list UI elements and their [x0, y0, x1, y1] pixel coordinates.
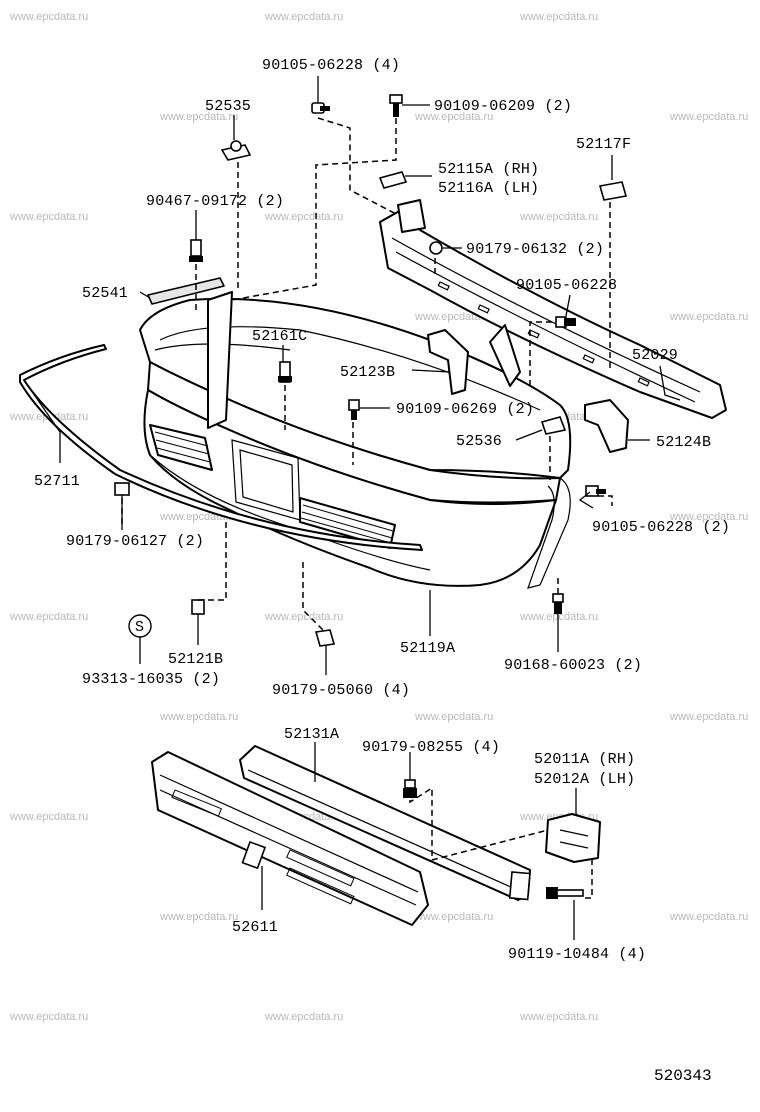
part-label: 52121B — [168, 651, 223, 668]
dashed-guide-lines — [121, 117, 613, 899]
bumper-arm-bracket — [545, 813, 601, 863]
part-label: 52123B — [340, 364, 395, 381]
watermark: www.epcdata.ru — [9, 811, 88, 823]
watermark: www.epcdata.ru — [264, 211, 343, 223]
part-label: 90109-06269 (2) — [396, 401, 534, 418]
part-label: 93313-16035 (2) — [82, 671, 220, 688]
watermark: www.epcdata.ru — [414, 711, 493, 723]
nut-icon — [114, 482, 130, 496]
watermark: www.epcdata.ru — [669, 711, 748, 723]
screw-icon — [389, 94, 403, 117]
diagram-code: 520343 — [654, 1067, 712, 1085]
watermark: www.epcdata.ru — [9, 211, 88, 223]
watermark: www.epcdata.ru — [159, 111, 238, 123]
part-label: 52012A (LH) — [534, 771, 635, 788]
part-label: 90467-09172 (2) — [146, 193, 284, 210]
clip-icon — [598, 181, 628, 201]
watermark: www.epcdata.ru — [159, 911, 238, 923]
part-label: 90179-05060 (4) — [272, 682, 410, 699]
part-label: 52115A (RH) — [438, 161, 539, 178]
watermark: www.epcdata.ru — [414, 911, 493, 923]
part-label: 52536 — [456, 433, 502, 450]
watermark: www.epcdata.ru — [9, 1011, 88, 1023]
bumper-molding-strip — [19, 344, 423, 551]
part-label: 52029 — [632, 347, 678, 364]
part-label: 52711 — [34, 473, 80, 490]
watermark: www.epcdata.ru — [519, 11, 598, 23]
push-clip-icon — [189, 239, 203, 262]
watermark: www.epcdata.ru — [414, 111, 493, 123]
part-label: 90105-06228 (2) — [592, 519, 730, 536]
clip-icon — [378, 171, 408, 189]
bolt-icon — [555, 316, 576, 328]
part-label: 90168-60023 (2) — [504, 657, 642, 674]
watermark: www.epcdata.ru — [264, 11, 343, 23]
bumper-reinforcement-drawing — [239, 745, 531, 901]
watermark: www.epcdata.ru — [519, 211, 598, 223]
bolt-icon — [546, 887, 584, 899]
bracket-52124b — [584, 399, 629, 453]
bolt-icon — [311, 102, 330, 114]
energy-absorber-drawing — [151, 751, 429, 926]
part-label: 52116A (LH) — [438, 180, 539, 197]
part-label: 52611 — [232, 919, 278, 936]
reinforcement-bar-drawing — [379, 199, 727, 419]
part-label: 90119-10484 (4) — [508, 946, 646, 963]
watermark: www.epcdata.ru — [159, 711, 238, 723]
part-label: 52117F — [576, 136, 631, 153]
seal-strip — [147, 277, 225, 305]
bracket-52123b — [427, 329, 469, 395]
nut-icon — [403, 779, 417, 798]
watermark: www.epcdata.ru — [669, 911, 748, 923]
screw-icon — [348, 399, 360, 420]
watermark: www.epcdata.ru — [669, 511, 748, 523]
watermark: www.epcdata.ru — [9, 611, 88, 623]
leader-lines — [23, 76, 681, 940]
bolt-icon — [585, 485, 606, 497]
part-label: 52131A — [284, 726, 339, 743]
part-label: 90105-06228 (4) — [262, 57, 400, 74]
part-label: 52124B — [656, 434, 711, 451]
nut-icon — [314, 629, 336, 647]
part-labels: 90105-06228 (4) 90109-06209 (2) 52535 52… — [34, 57, 730, 963]
watermark: www.epcdata.ru — [669, 311, 748, 323]
part-label: 52119A — [400, 640, 455, 657]
retainer-icon — [278, 361, 292, 383]
watermark: www.epcdata.ru — [669, 111, 748, 123]
part-label: 90179-08255 (4) — [362, 739, 500, 756]
part-label: 52011A (RH) — [534, 751, 635, 768]
watermark: www.epcdata.ru — [264, 1011, 343, 1023]
retainer-icon — [191, 599, 205, 615]
part-label: 52161C — [252, 328, 307, 345]
part-label: 90105-06228 — [516, 277, 617, 294]
part-label: 52535 — [205, 98, 251, 115]
nut-icon — [429, 241, 443, 255]
bumper-cover-drawing — [139, 291, 572, 589]
part-label: 90179-06127 (2) — [66, 533, 204, 550]
standard-part-mark: S — [135, 619, 144, 636]
screw-icon — [552, 593, 564, 614]
part-label: 52541 — [82, 285, 128, 302]
part-label: 90109-06209 (2) — [434, 98, 572, 115]
watermark: www.epcdata.ru — [9, 11, 88, 23]
clip-icon — [540, 416, 567, 435]
fasteners — [114, 94, 628, 899]
part-label: 90179-06132 (2) — [466, 241, 604, 258]
watermark: www.epcdata.ru — [264, 611, 343, 623]
watermark: www.epcdata.ru — [519, 1011, 598, 1023]
